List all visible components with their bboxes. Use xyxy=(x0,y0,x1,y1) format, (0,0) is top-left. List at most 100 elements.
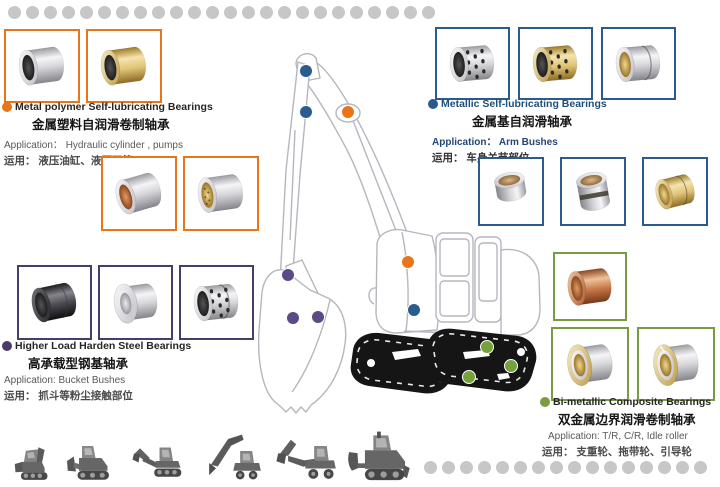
hardened-dark-steel-bushing-image xyxy=(31,283,77,323)
border-dot xyxy=(62,6,75,19)
steel-bushing-copper-lining-image xyxy=(115,173,162,215)
border-dot xyxy=(188,6,201,19)
border-dot xyxy=(478,461,491,474)
group-title-en: Metallic Self-lubricating Bearings xyxy=(441,98,607,110)
application-line-zh: 运用： 抓斗等粉尘接触部位 xyxy=(4,390,133,402)
flanged-steel-bushing-image xyxy=(114,283,158,324)
border-dot xyxy=(224,6,237,19)
border-dot xyxy=(640,461,653,474)
product-box xyxy=(518,27,593,100)
border-dot xyxy=(170,6,183,19)
application-hotspots xyxy=(281,64,518,384)
product-box xyxy=(642,157,708,226)
border-dot xyxy=(44,6,57,19)
border-dot xyxy=(116,6,129,19)
grooved-steel-bushing-image xyxy=(575,171,610,211)
wheeled-excavator-image xyxy=(274,428,340,482)
border-dot xyxy=(532,461,545,474)
group-metal-polymer-text: Metal polymer Self-lubricating Bearings … xyxy=(2,101,257,168)
border-dot xyxy=(442,461,455,474)
border-dot xyxy=(386,6,399,19)
bronze-bearing-graphite-plugs-image xyxy=(532,45,578,83)
border-dot xyxy=(98,6,111,19)
hotspot-track-roller-2 xyxy=(504,359,518,373)
border-dot xyxy=(368,6,381,19)
border-dot xyxy=(604,461,617,474)
excavator-handle xyxy=(368,287,377,305)
top-dotted-border xyxy=(8,6,435,19)
excavator-tracks xyxy=(350,328,537,394)
application-line-en: Application： Arm Bushes xyxy=(432,137,558,148)
group-title-zh: 金属基自润滑轴承 xyxy=(472,115,573,129)
copper-composite-bushing-image xyxy=(567,268,612,306)
product-box xyxy=(435,27,510,100)
border-dot xyxy=(496,461,509,474)
steel-bushing-graphite-plugs-image xyxy=(193,284,239,322)
product-box xyxy=(101,156,177,231)
group-title-en: Higher Load Harden Steel Bearings xyxy=(15,340,192,352)
excavator-bucket xyxy=(257,269,347,414)
application-line-zh: 运用： 支重轮、拖带轮、引导轮 xyxy=(542,446,692,458)
border-dot xyxy=(404,6,417,19)
group-title-en: Metal polymer Self-lubricating Bearings xyxy=(15,101,213,113)
group-metallic-text: Metallic Self-lubricating Bearings 金属基自润… xyxy=(428,98,678,165)
harden-steel-products-row xyxy=(17,265,254,340)
border-dot xyxy=(460,461,473,474)
border-dot xyxy=(586,461,599,474)
product-box xyxy=(98,265,173,340)
product-box xyxy=(478,157,544,226)
product-box xyxy=(4,29,80,103)
hotspot-bucket-pin-left xyxy=(286,311,300,325)
orange-bullet-icon xyxy=(2,102,12,112)
bottom-dotted-border xyxy=(424,461,707,474)
flanged-bimetal-bushing-image xyxy=(567,344,613,387)
excavator-diagram xyxy=(257,53,541,414)
application-line-en: Application： Hydraulic cylinder , pumps xyxy=(4,140,183,151)
bi-metallic-products-row2 xyxy=(551,327,715,401)
border-dot xyxy=(694,461,707,474)
green-bullet-icon xyxy=(540,397,550,407)
crawler-loader-image xyxy=(64,435,118,482)
border-dot xyxy=(622,461,635,474)
steel-ring-bronze-lining-image xyxy=(493,171,527,202)
product-box xyxy=(553,252,627,321)
steel-bushing-gold-perforated-lining-image xyxy=(198,174,244,214)
bronze-bushing-image xyxy=(655,174,695,210)
hotspot-track-roller-3 xyxy=(462,370,476,384)
hotspot-boom-pin xyxy=(299,105,313,119)
border-dot xyxy=(568,461,581,474)
compact-excavator-image xyxy=(128,437,188,482)
border-dot xyxy=(658,461,671,474)
group-title-en: Bi-metallic Composite Bearings xyxy=(553,396,712,408)
metallic-products-row2 xyxy=(478,157,708,226)
border-dot xyxy=(206,6,219,19)
hotspot-bucket-link-top xyxy=(281,268,295,282)
bi-metallic-product-top xyxy=(553,252,627,321)
border-dot xyxy=(260,6,273,19)
product-box xyxy=(179,265,254,340)
metal-polymer-products-row1 xyxy=(4,29,162,103)
excavator-counterweight xyxy=(500,248,541,336)
steel-polymer-bushing-image xyxy=(19,46,65,86)
product-box xyxy=(183,156,259,231)
excavator-stick xyxy=(279,61,311,285)
border-dot xyxy=(424,461,437,474)
group-title-zh: 高承载型钢基轴承 xyxy=(28,357,129,371)
application-line-zh: 运用： 液压油缸、液压泵等 xyxy=(4,155,133,167)
border-dot xyxy=(134,6,147,19)
steel-bushing-pair-image xyxy=(615,45,661,83)
flanged-bimetal-bushing-split-image xyxy=(653,344,699,387)
border-dot xyxy=(296,6,309,19)
group-bi-metallic-text: Bi-metallic Composite Bearings 双金属边界润滑卷制… xyxy=(540,396,720,459)
group-harden-steel-text: Higher Load Harden Steel Bearings 高承载型钢基… xyxy=(2,340,252,403)
border-dot xyxy=(278,6,291,19)
bulldozer-image xyxy=(344,426,412,482)
application-line-en: Application: T/R, C/R, Idle roller xyxy=(548,431,688,442)
navy-bullet-icon xyxy=(428,99,438,109)
steel-bearing-graphite-plugs-image xyxy=(449,45,495,83)
border-dot xyxy=(152,6,165,19)
hotspot-arm-cylinder xyxy=(341,105,355,119)
skid-steer-loader-image xyxy=(12,431,62,482)
metal-polymer-products-row2 xyxy=(101,156,259,231)
